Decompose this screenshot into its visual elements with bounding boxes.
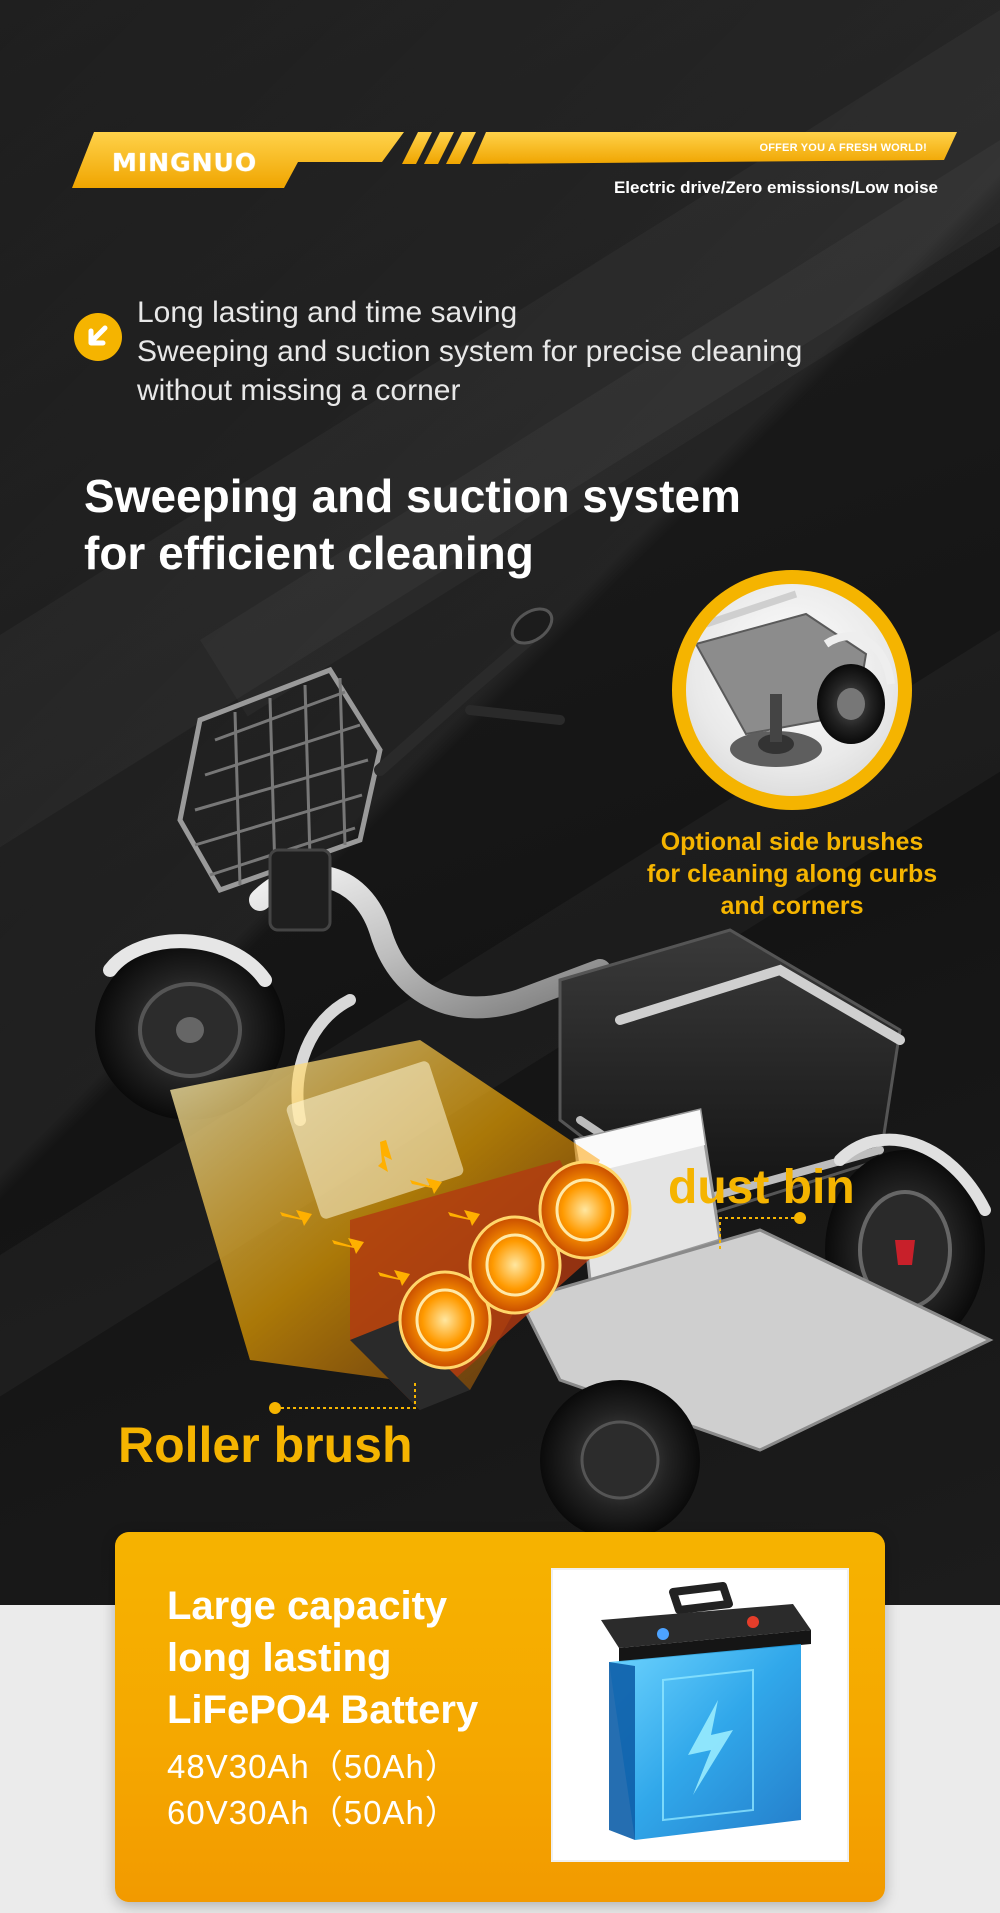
battery-icon [601, 1582, 811, 1840]
front-wheel [95, 934, 285, 1120]
brand-tagline: Electric drive/Zero emissions/Low noise [613, 178, 938, 197]
headline-line: for efficient cleaning [84, 527, 534, 579]
callout-lines [269, 1212, 806, 1414]
airflow-arrows [280, 1140, 480, 1286]
banner-shape [72, 132, 957, 188]
chassis-bottom [517, 1228, 994, 1540]
battery-spec-line: 60V30Ah（50Ah） [167, 1794, 459, 1831]
side-brush-detail [672, 570, 912, 810]
arrow-down-left-icon [74, 313, 122, 361]
sweeper-vehicle-illustration [95, 607, 994, 1540]
headline-line: Sweeping and suction system [84, 470, 741, 522]
intro-text: Long lasting and time saving Sweeping an… [137, 293, 897, 410]
caption-line: and corners [720, 892, 864, 920]
battery-card: Large capacity long lasting LiFePO4 Batt… [115, 1532, 885, 1902]
intro-line: Long lasting and time saving [137, 296, 518, 329]
dust-bin-label: dust bin [668, 1161, 855, 1214]
caption-line: Optional side brushes [660, 828, 924, 856]
side-brush-image [686, 584, 898, 796]
brand-banner: MINGNUO OFFER YOU A FRESH WORLD! [72, 132, 957, 188]
section-headline: Sweeping and suction system for efficien… [84, 468, 864, 582]
brand-slogan: OFFER YOU A FRESH WORLD! [759, 142, 927, 154]
handlebar [374, 607, 565, 776]
battery-title: Large capacity long lasting LiFePO4 Batt… [167, 1580, 567, 1736]
front-basket [177, 666, 383, 894]
battery-title-line: LiFePO4 Battery [167, 1688, 479, 1732]
battery-title-line: long lasting [167, 1636, 392, 1680]
caption-line: for cleaning along curbs [646, 860, 938, 888]
battery-specs: 48V30Ah（50Ah） 60V30Ah（50Ah） [167, 1744, 567, 1836]
intro-line: without missing a corner [137, 374, 461, 407]
intro-line: Sweeping and suction system for precise … [137, 335, 803, 368]
battery-image [551, 1568, 849, 1862]
battery-spec-line: 48V30Ah（50Ah） [167, 1748, 459, 1785]
roller-brush-assembly [350, 1160, 632, 1410]
side-brush-caption: Optional side brushes for cleaning along… [612, 826, 972, 922]
battery-title-line: Large capacity [167, 1584, 448, 1628]
roller-brush-label: Roller brush [118, 1417, 413, 1473]
vehicle-frame [249, 848, 611, 1126]
brand-logo: MINGNUO [112, 148, 258, 177]
